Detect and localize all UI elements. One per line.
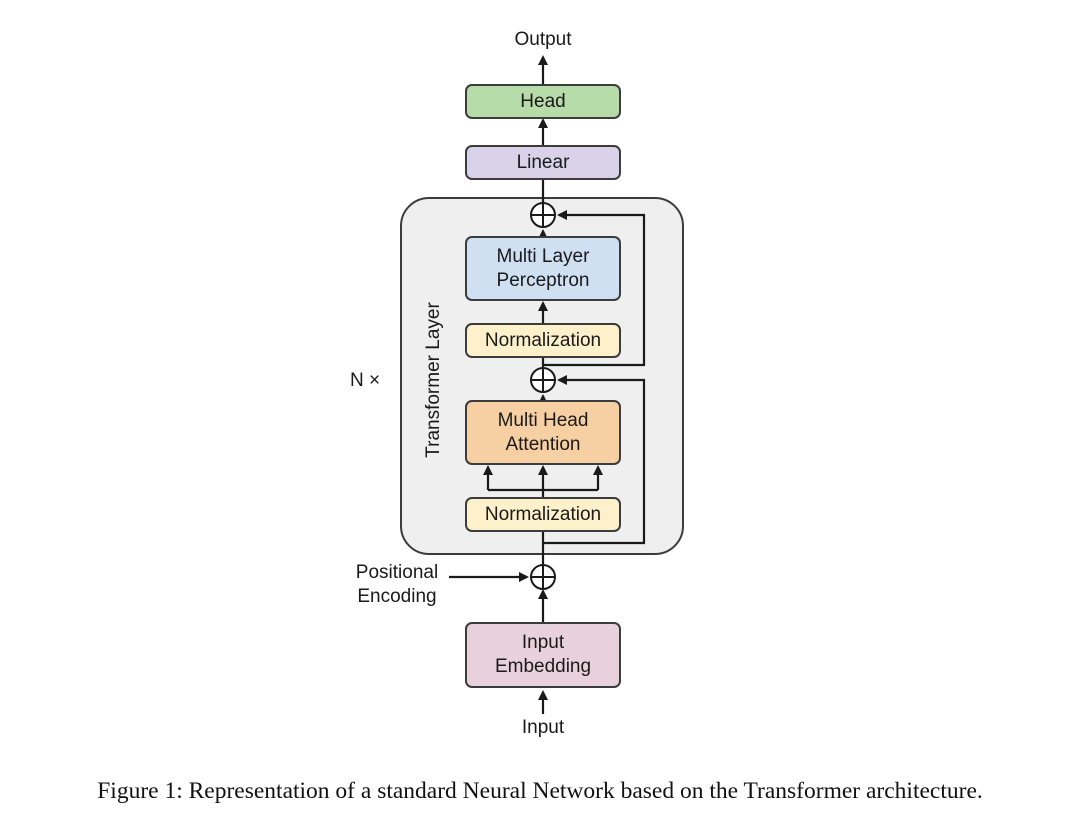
figure-caption: Figure 1: Representation of a standard N…: [97, 778, 983, 804]
normalization-bottom-box: Normalization: [465, 497, 621, 532]
input-embedding-label: Input Embedding: [494, 632, 592, 677]
transformer-layer-label: Transformer Layer: [423, 302, 444, 458]
normalization-top-box: Normalization: [465, 323, 621, 358]
mlp-label: Multi Layer Perceptron: [496, 245, 590, 291]
multi-head-attention-label: Multi Head Attention: [497, 409, 589, 455]
add-node-residual-2: [530, 202, 556, 228]
linear-box: Linear: [465, 145, 621, 180]
residual-connection-1: [543, 375, 646, 545]
head-box: Head: [465, 84, 621, 119]
normalization-bottom-label: Normalization: [484, 503, 602, 525]
head-label: Head: [520, 90, 566, 112]
repeat-n-label: N ×: [350, 370, 381, 391]
mlp-box: Multi Layer Perceptron: [465, 236, 621, 301]
normalization-top-label: Normalization: [484, 329, 602, 351]
output-label: Output: [514, 29, 572, 50]
add-node-residual-1: [530, 367, 556, 393]
positional-encoding-label: Positional Encoding: [355, 562, 439, 607]
input-embedding-box: Input Embedding: [465, 622, 621, 688]
multi-head-attention-box: Multi Head Attention: [465, 400, 621, 465]
add-node-positional: [530, 564, 556, 590]
input-label: Input: [521, 717, 565, 738]
linear-label: Linear: [516, 151, 570, 173]
residual-connection-2: [543, 210, 646, 367]
